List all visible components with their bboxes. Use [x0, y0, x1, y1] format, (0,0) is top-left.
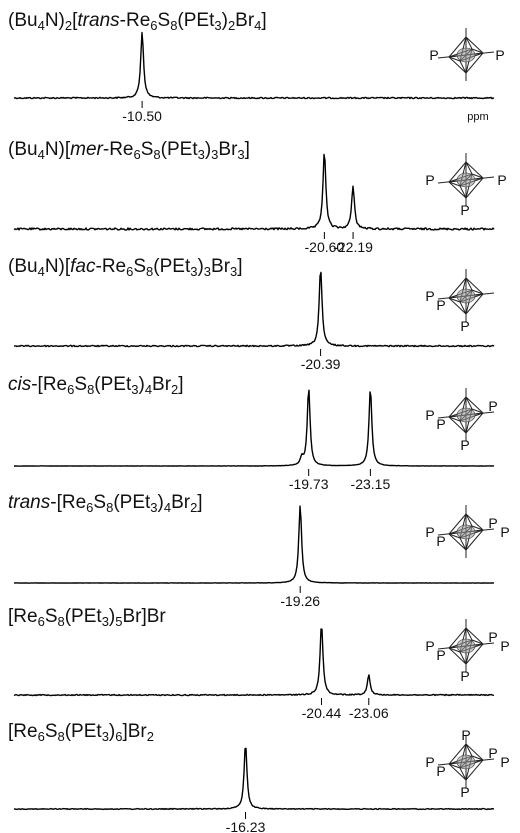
phosphine-p-label: P	[436, 763, 445, 779]
spectrum-trace	[13, 505, 494, 584]
peak-label: -19.26	[280, 593, 320, 609]
phosphine-p-label: P	[488, 629, 497, 645]
peak-label: -20.60	[305, 239, 345, 255]
compound-formula: cis-[Re6​S8​(PEt3​)4​Br2​]	[8, 374, 184, 397]
compound-formula: [Re6​S8​(PEt3​)6​]Br2​	[8, 721, 154, 744]
phosphine-p-label: P	[488, 745, 497, 761]
phosphine-p-label: P	[460, 318, 469, 334]
peak-label: -10.50	[122, 108, 162, 124]
peak-label: -16.23	[226, 819, 266, 833]
spectrum-panel: cis-[Re6​S8​(PEt3​)4​Br2​]-19.73-23.15PP…	[8, 374, 498, 492]
phosphine-p-label: P	[500, 754, 509, 770]
phosphine-p-label: P	[436, 297, 445, 313]
cluster-structure-icon: PPP	[425, 269, 495, 334]
phosphine-p-label: P	[488, 515, 497, 531]
compound-formula: (Bu4​N)[mer-Re6​S8​(PEt3​)3​Br3​]	[8, 139, 250, 162]
phosphine-p-label: P	[436, 533, 445, 549]
compound-formula: trans-[Re6​S8​(PEt3​)4​Br2​]	[8, 492, 203, 515]
phosphine-p-label: P	[461, 727, 470, 743]
peak-label: -23.15	[351, 476, 391, 492]
phosphine-p-label: P	[495, 47, 504, 63]
phosphine-p-label: P	[436, 647, 445, 663]
spectrum-panel: (Bu4​N)[mer-Re6​S8​(PEt3​)3​Br3​] -20.60-…	[8, 139, 507, 255]
phosphine-p-label: P	[429, 47, 438, 63]
peak-label: -22.19	[333, 239, 373, 255]
phosphine-p-label: P	[497, 172, 506, 188]
phosphine-p-label: P	[500, 524, 509, 540]
phosphine-p-label: P	[425, 407, 434, 423]
spectrum-trace	[13, 628, 495, 697]
phosphine-p-label: P	[460, 437, 469, 453]
spectrum-panel: (Bu4​N)2​[trans-Re6​S8​(PEt3​)2​Br4​] -10…	[8, 10, 505, 124]
compound-formula: (Bu4​N)2​[trans-Re6​S8​(PEt3​)2​Br4​]	[8, 10, 267, 33]
compound-formula: [Re6​S8​(PEt3​)5​Br]Br	[8, 606, 166, 629]
peak-label: -20.39	[301, 356, 341, 372]
spectrum-trace	[13, 271, 495, 348]
phosphine-p-label: P	[460, 784, 469, 800]
peak-label: -20.44	[302, 705, 342, 721]
phosphine-p-label: P	[488, 398, 497, 414]
peak-label: -19.73	[289, 476, 329, 492]
compound-formula: (Bu4​N)[fac-Re6​S8​(PEt3​)3​Br3​]	[8, 256, 243, 279]
phosphine-p-label: P	[425, 288, 434, 304]
peak-label: -23.06	[349, 705, 389, 721]
phosphine-p-label: P	[460, 202, 469, 218]
phosphine-p-label: P	[436, 416, 445, 432]
phosphine-p-label: P	[500, 638, 509, 654]
spectrum-panel: (Bu4​N)[fac-Re6​S8​(PEt3​)3​Br3​] -20.39 P…	[8, 256, 495, 372]
phosphine-p-label: P	[460, 668, 469, 684]
phosphine-p-label: P	[425, 638, 434, 654]
spectrum-trace	[14, 389, 495, 467]
phosphine-p-label: P	[425, 524, 434, 540]
spectrum-trace	[13, 31, 495, 100]
spectrum-trace	[13, 153, 495, 231]
phosphine-p-label: P	[425, 172, 434, 188]
cluster-structure-icon: P P P	[425, 153, 507, 218]
spectrum-trace	[13, 747, 495, 811]
ppm-unit-label: ppm	[467, 111, 488, 123]
phosphine-p-label: P	[425, 754, 434, 770]
